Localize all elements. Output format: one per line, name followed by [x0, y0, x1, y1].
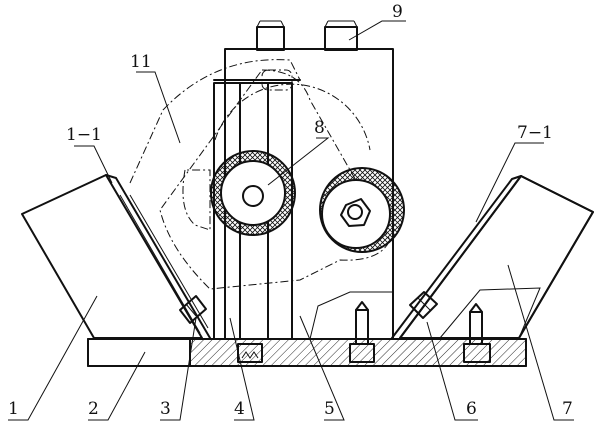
label-6: 6 [466, 399, 477, 419]
label-9: 9 [392, 2, 403, 22]
top-block-left [256, 20, 285, 51]
label-11: 11 [130, 52, 152, 72]
lever-arm [129, 59, 391, 290]
label-1-1: 1−1 [66, 125, 102, 145]
top-block-right [324, 20, 358, 51]
bolt-right [463, 303, 491, 363]
clamp-screw-left [179, 295, 207, 324]
roller-left [210, 150, 296, 236]
label-5: 5 [324, 399, 335, 419]
base-plate [87, 338, 527, 367]
clamp-screw-right [409, 291, 438, 319]
label-7-1: 7−1 [517, 123, 553, 143]
left-fixture [21, 174, 211, 339]
label-1: 1 [8, 399, 19, 419]
leader-lines [8, 20, 574, 421]
part-labels: 1 2 3 4 5 6 7 7−1 8 9 11 1−1 [8, 2, 573, 419]
bolt-center [349, 301, 375, 363]
label-7: 7 [562, 399, 573, 419]
label-3: 3 [160, 399, 171, 419]
right-fixture [391, 175, 594, 339]
label-4: 4 [234, 399, 245, 419]
label-8: 8 [314, 118, 325, 138]
roller-right [319, 167, 405, 253]
label-2: 2 [88, 399, 99, 419]
